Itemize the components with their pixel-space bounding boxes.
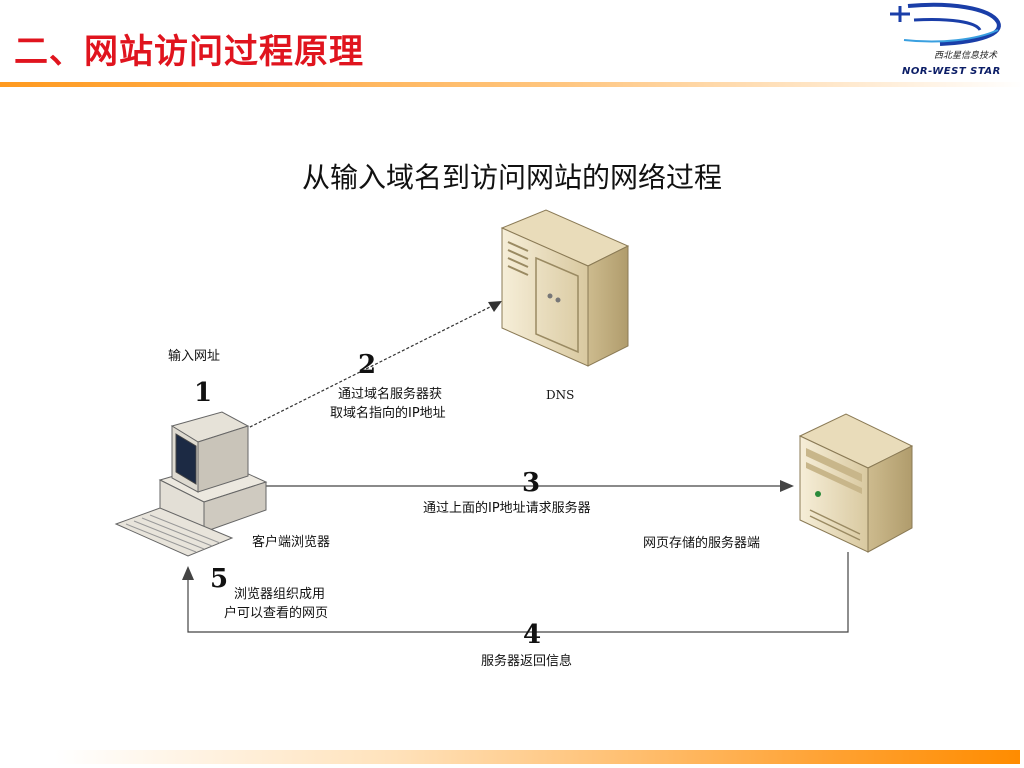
logo-company-name-cn: 西北星信息技术 [934, 51, 998, 61]
title-divider [0, 82, 1024, 87]
arrow-server-return-to-client [182, 552, 849, 633]
step-2-description-line-1: 通过域名服务器获 [338, 387, 443, 402]
client-computer-icon [114, 411, 268, 557]
step-5-description-line-2: 户可以查看的网页 [224, 606, 329, 621]
step-2-description-line-2: 取域名指向的IP地址 [330, 406, 446, 421]
web-server-label: 网页存储的服务器端 [643, 536, 761, 551]
step-3-description: 通过上面的IP地址请求服务器 [423, 501, 591, 516]
footer-divider [55, 750, 1020, 764]
slide-title: 二、网站访问过程原理 [14, 32, 364, 72]
arrow-client-to-dns [231, 301, 502, 437]
step-5-description-line-1: 浏览器组织成用 [234, 587, 326, 602]
step-5-number: 5 [210, 564, 229, 594]
nor-west-star-logo-icon [890, 2, 1001, 46]
diagram-title: 从输入域名到访问网站的网络过程 [301, 161, 722, 194]
client-browser-label: 客户端浏览器 [252, 535, 331, 550]
dns-label: DNS [546, 388, 575, 402]
step-3-number: 3 [522, 468, 541, 498]
web-server-icon [798, 413, 914, 553]
arrow-client-to-server [265, 480, 794, 492]
dns-server-icon [500, 209, 630, 367]
step-1-number: 1 [194, 378, 213, 408]
logo-company-name-en: NOR-WEST STAR [902, 66, 1001, 77]
step-4-number: 4 [523, 620, 542, 650]
step-2-number: 2 [358, 350, 377, 380]
step-1-description: 输入网址 [168, 349, 221, 364]
step-4-description: 服务器返回信息 [481, 654, 573, 669]
